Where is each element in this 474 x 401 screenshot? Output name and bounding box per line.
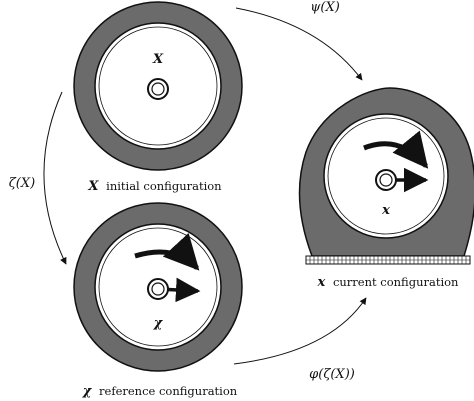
psi-map-arrow bbox=[235, 7, 363, 81]
psi-map-label: ψ(X) bbox=[310, 0, 340, 15]
initial-point-label: X bbox=[152, 52, 164, 67]
ground bbox=[305, 255, 471, 265]
initial-wheel: X bbox=[73, 1, 243, 171]
reference-point-label: χ bbox=[153, 316, 164, 331]
zeta-map-arrow bbox=[43, 91, 67, 265]
reference-caption-symbol: χ bbox=[82, 384, 93, 399]
reference-rim-inner-ring bbox=[98, 227, 218, 347]
reference-hub-inner bbox=[151, 282, 165, 296]
current-rim-inner-ring bbox=[327, 117, 445, 235]
reference-caption-text: reference configuration bbox=[99, 384, 238, 398]
initial-hub-inner bbox=[151, 82, 165, 96]
current-caption: x current configuration bbox=[317, 275, 460, 290]
initial-caption-text: initial configuration bbox=[106, 179, 222, 193]
current-wheel: x bbox=[298, 87, 474, 257]
initial-rim-inner-ring bbox=[98, 26, 218, 146]
current-caption-text: current configuration bbox=[333, 275, 459, 289]
reference-rotation-arrow bbox=[134, 232, 200, 271]
phi-map-arrow bbox=[233, 297, 367, 365]
initial-caption-symbol: X bbox=[87, 179, 99, 194]
current-caption-symbol: x bbox=[317, 275, 326, 290]
current-point-label: x bbox=[381, 203, 390, 218]
current-hub-inner bbox=[379, 173, 393, 187]
reference-caption: χ reference configuration bbox=[82, 384, 238, 399]
initial-caption: X initial configuration bbox=[87, 179, 222, 194]
reference-wheel: χ bbox=[73, 202, 243, 372]
zeta-map-label: ζ(X) bbox=[9, 176, 35, 191]
phi-map-label: φ(ζ(X)) bbox=[309, 367, 355, 382]
current-rotation-arrow bbox=[363, 130, 429, 169]
